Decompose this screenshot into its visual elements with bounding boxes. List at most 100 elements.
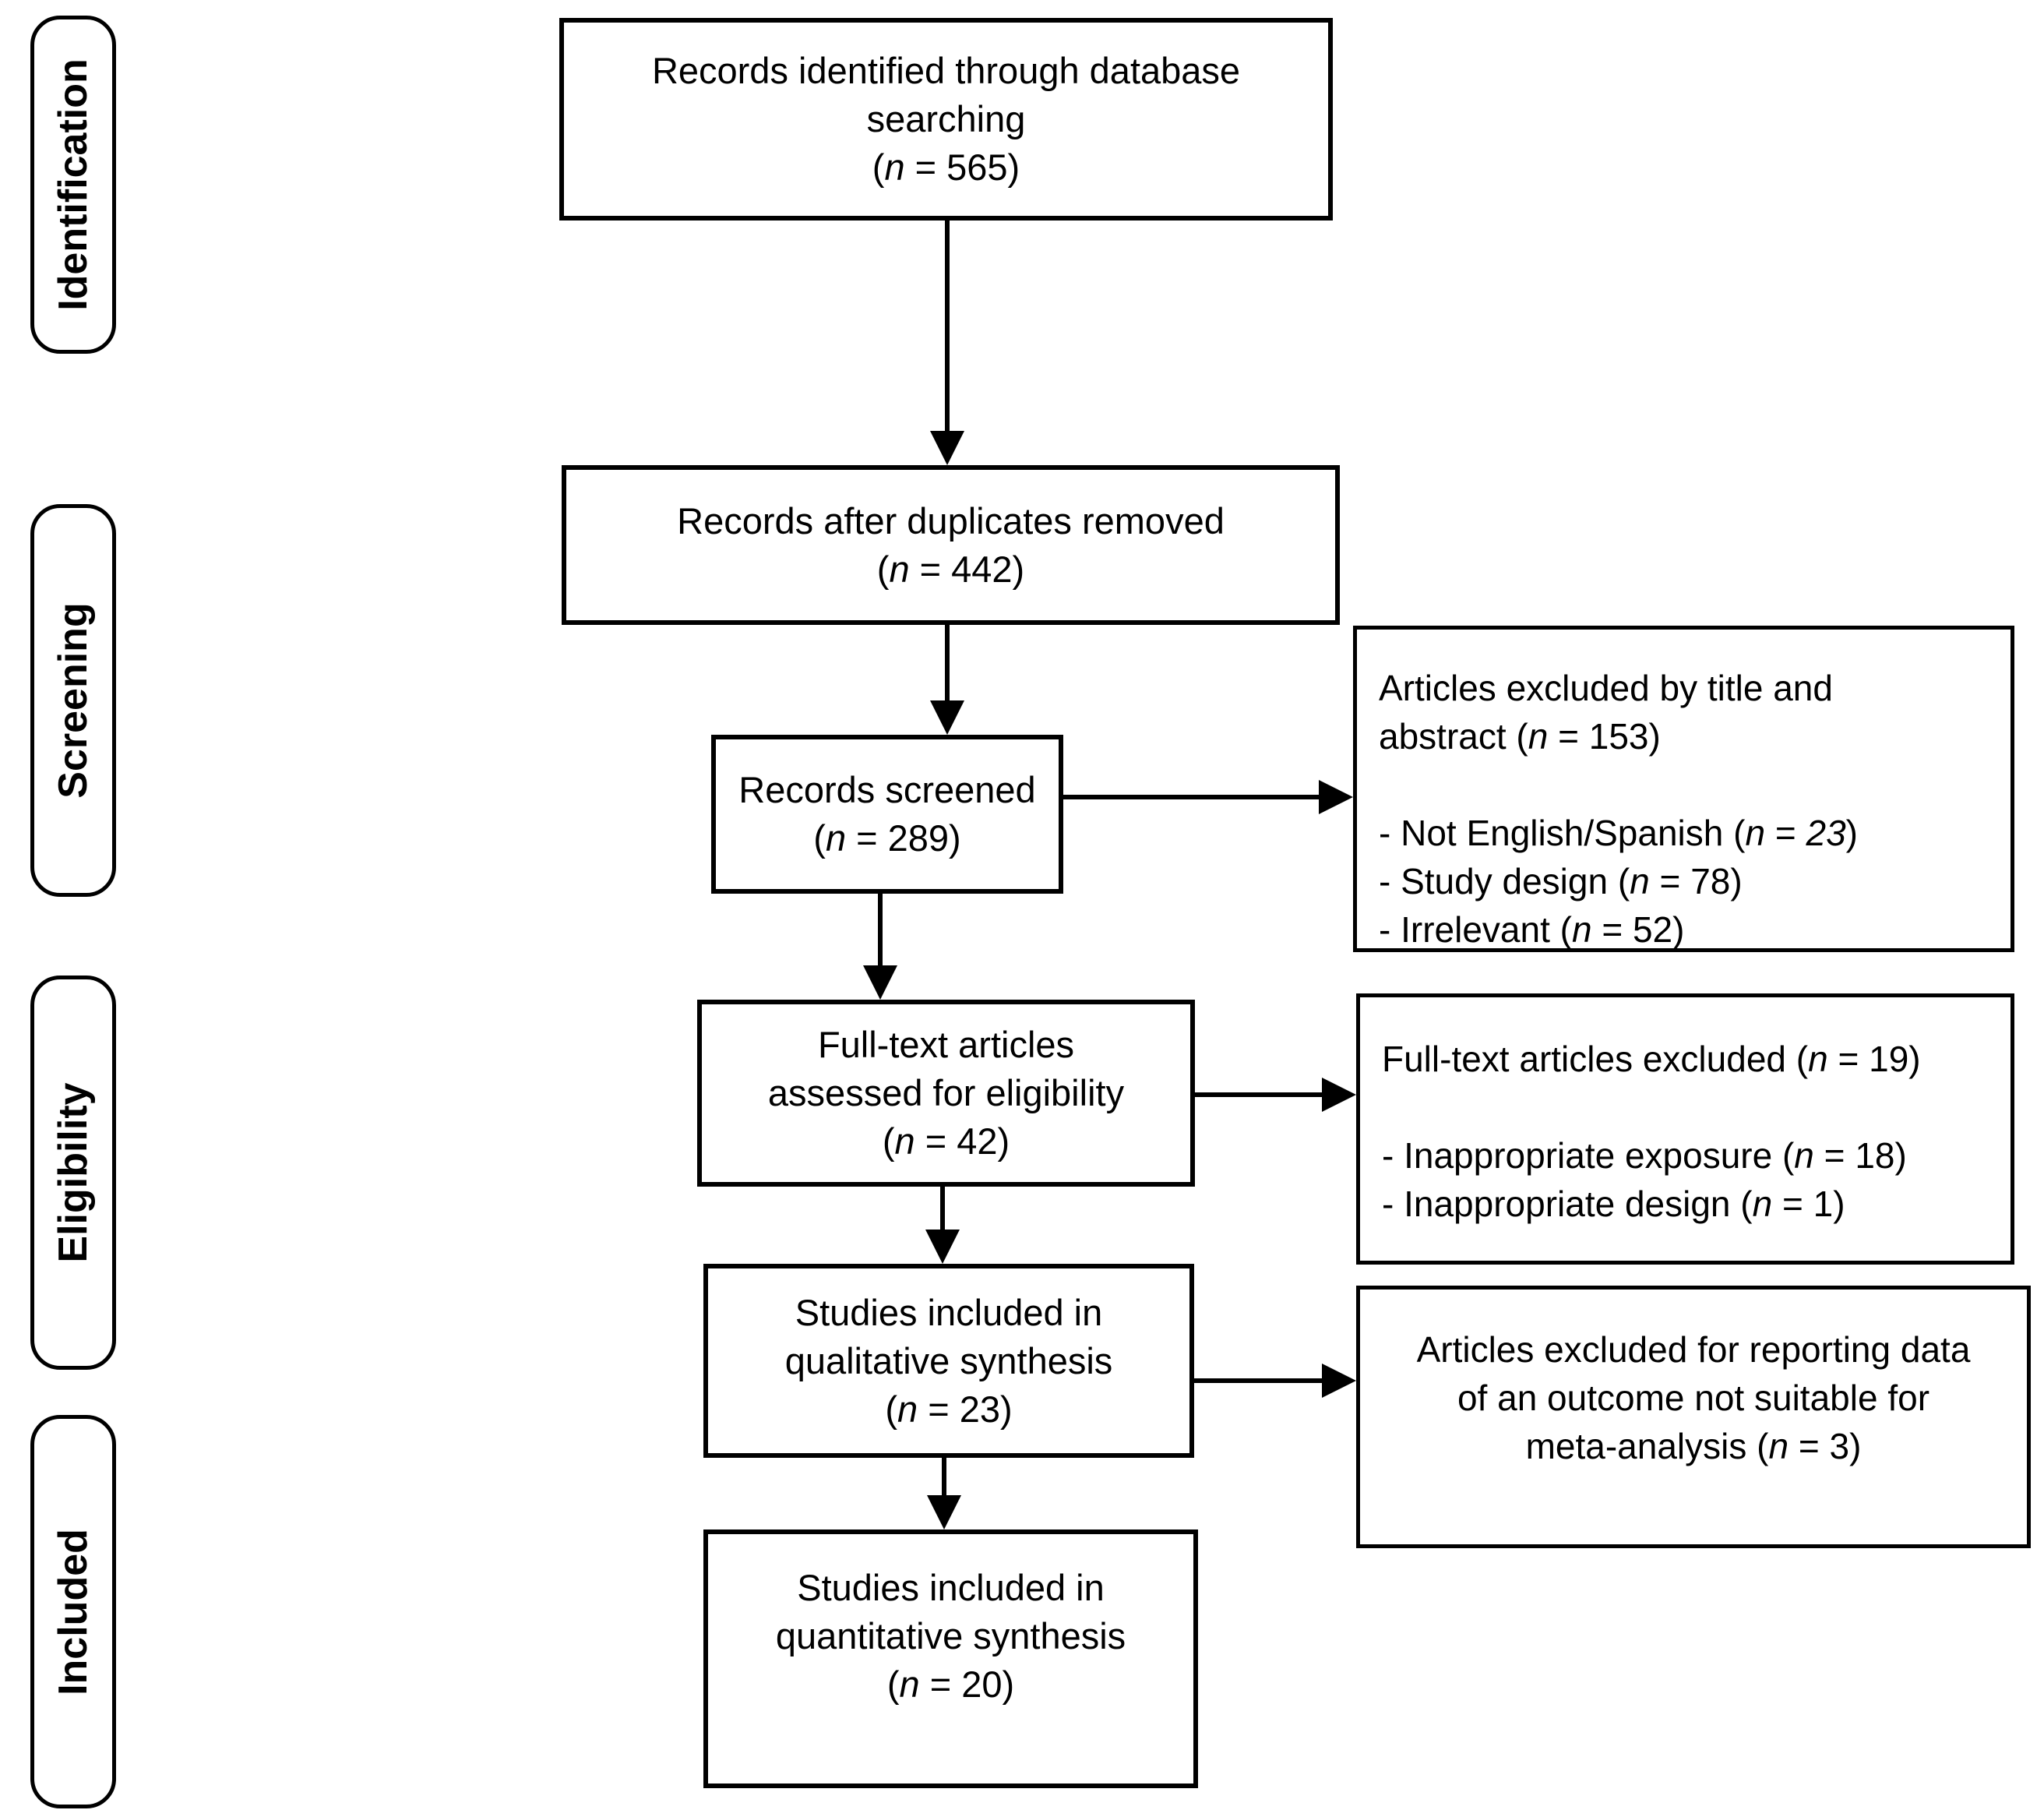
text-line: abstract (n = 153) <box>1379 712 1661 760</box>
text-segment: - Irrelevant ( <box>1379 909 1572 950</box>
text-line: Records after duplicates removed <box>677 497 1225 545</box>
text-line: Studies included in <box>797 1564 1105 1612</box>
text-line: - Inappropriate design (n = 1) <box>1382 1180 1845 1228</box>
box-excluded-fulltext: Full-text articles excluded (n = 19) - I… <box>1356 993 2014 1265</box>
stage-label-text: Eligibility <box>51 1082 96 1263</box>
text-segment: assessed for eligibility <box>767 1072 1125 1113</box>
text-line: quantitative synthesis <box>776 1612 1126 1660</box>
text-line: of an outcome not suitable for <box>1457 1374 1929 1422</box>
italic-text-segment: n <box>1752 1184 1773 1224</box>
italic-text-segment: n <box>897 1388 918 1430</box>
text-line: (n = 442) <box>877 545 1024 594</box>
text-line: - Inappropriate exposure (n = 18) <box>1382 1131 1907 1180</box>
text-segment: meta-analysis ( <box>1525 1426 1769 1466</box>
text-segment: abstract ( <box>1379 716 1528 757</box>
arrow-line <box>945 625 950 700</box>
italic-text-segment: n <box>894 1120 915 1162</box>
text-line: Full-text articles excluded (n = 19) <box>1382 1035 1921 1083</box>
text-line: Records screened <box>738 766 1035 814</box>
italic-text-segment: n <box>1528 716 1549 757</box>
stage-label-text: Screening <box>51 602 96 799</box>
text-segment: = 289) <box>846 817 961 859</box>
text-segment: ( <box>813 817 826 859</box>
italic-text-segment: n <box>825 817 847 859</box>
text-line: searching <box>867 95 1026 143</box>
italic-text-segment: n <box>1630 861 1650 901</box>
text-segment: - Not English/Spanish ( <box>1379 813 1746 853</box>
stage-label-text: Identification <box>51 58 96 311</box>
text-segment: = <box>1765 813 1806 853</box>
arrowhead-right-icon <box>1319 780 1353 814</box>
text-segment: = 23) <box>918 1388 1013 1430</box>
text-segment: ) <box>1845 813 1858 853</box>
text-line: Articles excluded for reporting data <box>1417 1325 1971 1374</box>
text-line: Full-text articles <box>818 1021 1074 1069</box>
text-line: - Study design (n = 78) <box>1379 857 1743 905</box>
text-segment: Articles excluded for reporting data <box>1416 1329 1971 1370</box>
arrow-line <box>878 894 883 965</box>
italic-text-segment: n <box>1768 1426 1789 1466</box>
text-segment: qualitative synthesis <box>784 1339 1113 1381</box>
arrowhead-down-icon <box>927 1495 961 1529</box>
text-segment: Records after duplicates removed <box>677 499 1225 542</box>
text-line: Records identified through database <box>652 47 1240 95</box>
text-segment: = 442) <box>909 548 1025 590</box>
text-segment: Studies included in <box>797 1567 1105 1608</box>
text-segment: = 565) <box>904 146 1020 188</box>
text-segment: Records screened <box>738 769 1036 810</box>
stage-label-eligibility: Eligibility <box>30 976 116 1370</box>
text-segment: = 18) <box>1813 1135 1907 1176</box>
text-segment: ( <box>886 1664 900 1705</box>
text-segment: = 20) <box>919 1664 1015 1705</box>
text-segment: quantitative synthesis <box>775 1615 1126 1656</box>
stage-label-included: Included <box>30 1415 116 1808</box>
text-segment: = 153) <box>1548 716 1661 757</box>
box-duplicates-removed: Records after duplicates removed(n = 442… <box>562 465 1340 625</box>
text-segment: Full-text articles excluded ( <box>1382 1039 1809 1079</box>
text-segment: = 3) <box>1788 1426 1862 1466</box>
text-segment: = 19) <box>1827 1039 1921 1079</box>
arrow-line <box>940 1187 945 1230</box>
text-segment: of an outcome not suitable for <box>1457 1378 1930 1418</box>
text-segment: ( <box>885 1388 897 1430</box>
text-line: assessed for eligibility <box>768 1069 1124 1117</box>
italic-text-segment: n <box>889 548 910 590</box>
arrow-line <box>942 1458 946 1495</box>
text-segment: - Study design ( <box>1379 861 1630 901</box>
text-segment: ( <box>882 1120 895 1162</box>
italic-text-segment: 23 <box>1806 813 1846 853</box>
box-records-identified: Records identified through database searc… <box>559 18 1333 221</box>
text-segment: = 1) <box>1772 1184 1845 1224</box>
text-segment: - Inappropriate exposure ( <box>1382 1135 1795 1176</box>
text-segment: Studies included in <box>795 1291 1103 1333</box>
text-line: (n = 42) <box>883 1117 1010 1166</box>
text-line: (n = 565) <box>872 143 1020 192</box>
italic-text-segment: n <box>1808 1039 1828 1079</box>
text-segment: Articles excluded by title and <box>1379 668 1833 708</box>
arrowhead-down-icon <box>925 1230 960 1264</box>
box-qualitative-synthesis: Studies included in qualitative synthesis… <box>703 1264 1194 1458</box>
text-line: - Not English/Spanish (n = 23) <box>1379 809 1858 857</box>
text-segment: ( <box>872 146 885 188</box>
text-line: Studies included in <box>795 1289 1103 1337</box>
stage-label-screening: Screening <box>30 504 116 897</box>
text-segment: Records identified through database <box>651 50 1241 91</box>
box-records-screened: Records screened (n = 289) <box>711 735 1063 894</box>
text-segment: Full-text articles <box>817 1024 1075 1065</box>
text-segment: searching <box>866 98 1026 139</box>
italic-text-segment: n <box>1571 909 1592 950</box>
text-line: - Irrelevant (n = 52) <box>1379 905 1684 954</box>
box-excluded-meta-analysis: Articles excluded for reporting data of a… <box>1356 1286 2031 1548</box>
arrow-line <box>1195 1092 1322 1097</box>
text-line: Articles excluded by title and <box>1379 664 1833 712</box>
arrowhead-right-icon <box>1322 1364 1356 1398</box>
text-segment: = 52) <box>1591 909 1685 950</box>
arrowhead-down-icon <box>930 431 964 465</box>
text-line: (n = 20) <box>887 1660 1014 1709</box>
text-line: (n = 23) <box>885 1385 1012 1434</box>
text-segment: = 78) <box>1649 861 1743 901</box>
stage-label-text: Included <box>51 1528 96 1695</box>
arrow-line <box>945 221 950 431</box>
